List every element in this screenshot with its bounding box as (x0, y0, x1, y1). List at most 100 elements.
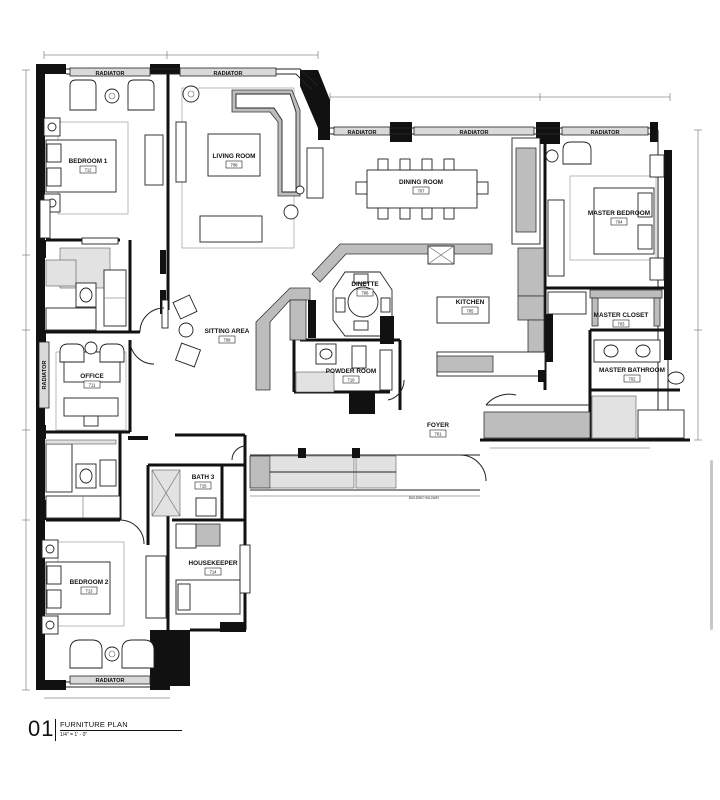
radiator (413, 126, 535, 136)
armchair (121, 639, 155, 669)
svg-text:715: 715 (200, 483, 208, 488)
drawing-title: FURNITURE PLAN (60, 720, 128, 729)
living-room-furniture (175, 85, 324, 249)
bathtub (637, 409, 685, 439)
svg-text:HOUSEKEEPER: HOUSEKEEPER (188, 560, 237, 567)
svg-text:701: 701 (435, 431, 443, 436)
radiator-label: RADIATOR (95, 678, 124, 684)
radiator (561, 126, 649, 136)
radiator-label: RADIATOR (95, 71, 124, 77)
master-closet (545, 289, 663, 362)
dresser (144, 134, 164, 186)
toilet (99, 459, 117, 487)
radiator-label: RADIATOR (347, 130, 376, 136)
lounge-chair (174, 342, 202, 368)
radiator-label: RADIATOR (213, 71, 242, 77)
shower (591, 395, 637, 439)
bedroom-2-furniture (41, 539, 167, 669)
svg-text:OFFICE: OFFICE (80, 373, 104, 380)
svg-text:707: 707 (418, 188, 426, 193)
bedroom-1-furniture (39, 79, 164, 289)
svg-text:713: 713 (86, 588, 94, 593)
room-label-powder-room: POWDER ROOM 710 (326, 368, 376, 384)
tile-floor (45, 259, 77, 287)
sink (175, 523, 197, 549)
svg-text:MASTER BEDROOM: MASTER BEDROOM (588, 210, 650, 217)
svg-text:711: 711 (89, 382, 96, 387)
title-divider (55, 719, 56, 741)
svg-text:704: 704 (616, 219, 624, 224)
armchair (562, 141, 592, 165)
title-underline (60, 730, 182, 731)
bathtub (45, 307, 97, 331)
radiator (333, 126, 391, 136)
coffee-table (207, 133, 261, 177)
room-label-bath-3: BATH 3 715 (192, 474, 215, 490)
sitting-area-furniture (129, 294, 202, 368)
housekeeper-furniture (175, 445, 251, 632)
radiator (69, 67, 151, 77)
room-label-office: OFFICE 711 (80, 373, 104, 389)
dresser (145, 555, 167, 619)
armchair (69, 639, 103, 669)
kitchen (311, 243, 546, 382)
radiator (179, 67, 277, 77)
svg-text:702: 702 (629, 376, 637, 381)
bath-3-fixtures (151, 469, 221, 549)
svg-text:710: 710 (348, 377, 356, 382)
nightstand (649, 257, 665, 281)
title-block: 01 FURNITURE PLAN 1/4" = 1' - 0" (28, 716, 198, 746)
powder-room (295, 343, 393, 414)
office-furniture (55, 341, 148, 440)
console (175, 121, 187, 183)
svg-text:DINING ROOM: DINING ROOM (399, 179, 443, 186)
dresser (547, 199, 565, 277)
bathtub (45, 443, 73, 493)
svg-text:FOYER: FOYER (427, 422, 449, 429)
svg-text:KITCHEN: KITCHEN (456, 299, 485, 306)
radiator-label: RADIATOR (590, 130, 619, 136)
room-label-dining-room: DINING ROOM 707 (399, 179, 443, 195)
lounge-chair (172, 294, 198, 320)
room-label-dinette: DINETTE 706 (351, 281, 379, 297)
svg-text:BATH 3: BATH 3 (192, 474, 215, 481)
room-label-housekeeper: HOUSEKEEPER 714 (188, 560, 238, 576)
page-scrollbar[interactable] (710, 460, 713, 630)
sheet-number: 01 (28, 716, 55, 741)
room-label-master-bedroom: MASTER BEDROOM 704 (588, 210, 650, 226)
svg-text:BEDROOM 1: BEDROOM 1 (69, 158, 108, 165)
toilet (351, 345, 367, 369)
side-table (199, 215, 263, 243)
svg-text:709: 709 (224, 337, 232, 342)
svg-text:708: 708 (231, 162, 239, 167)
svg-text:SITTING AREA: SITTING AREA (205, 328, 250, 335)
svg-text:BEDROOM 2: BEDROOM 2 (70, 579, 109, 586)
nightstand (649, 154, 665, 178)
dinette (255, 271, 394, 391)
svg-text:703: 703 (618, 321, 626, 326)
dimension-lines (22, 51, 702, 699)
drawing-scale: 1/4" = 1' - 0" (60, 732, 88, 738)
svg-text:712: 712 (85, 167, 93, 172)
svg-text:MASTER CLOSET: MASTER CLOSET (594, 312, 649, 319)
room-label-master-closet: MASTER CLOSET 703 (594, 312, 649, 328)
dining-chairs (355, 158, 489, 220)
armchair (69, 79, 97, 111)
master-bathroom (483, 339, 685, 439)
bedroom-2-bathroom (45, 439, 145, 545)
room-label-kitchen: KITCHEN 705 (456, 299, 485, 315)
radiator-label: RADIATOR (42, 360, 48, 389)
sink (195, 497, 217, 517)
svg-text:MASTER BATHROOM: MASTER BATHROOM (599, 367, 665, 374)
foyer-fixtures (249, 379, 590, 489)
room-label-living-room: LIVING ROOM 708 (213, 153, 256, 169)
radiators: RADIATOR RADIATOR RADIATOR RADIATOR RADI… (38, 67, 649, 685)
building-hallway-note: BUILDING HALLWAY (409, 496, 440, 500)
svg-text:DINETTE: DINETTE (351, 281, 379, 288)
room-label-bedroom-2: BEDROOM 2 713 (70, 579, 109, 595)
radiator (69, 675, 151, 685)
svg-text:LIVING ROOM: LIVING ROOM (213, 153, 256, 160)
toilet (667, 371, 685, 385)
cabinet (306, 147, 324, 199)
